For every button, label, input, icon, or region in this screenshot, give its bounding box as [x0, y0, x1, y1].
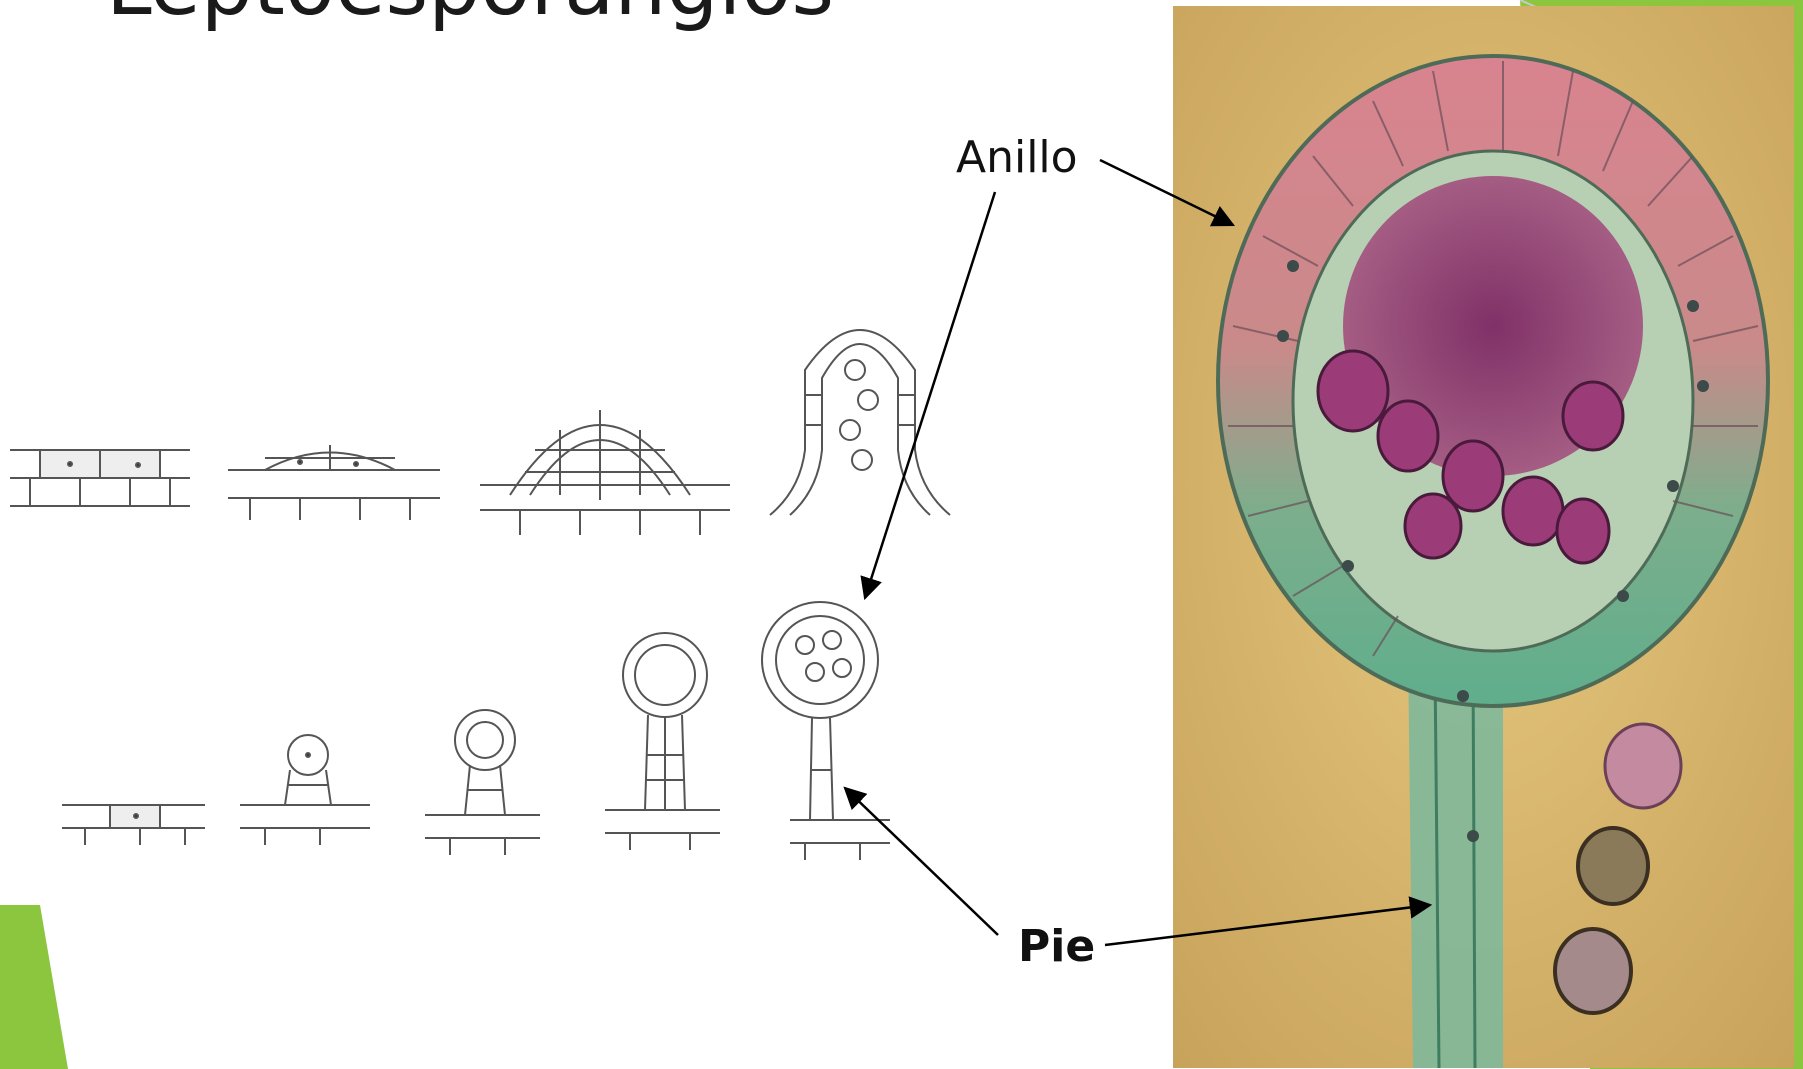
anillo-arrow-to-diagram: [865, 192, 995, 598]
anillo-arrow-to-photo: [1100, 160, 1233, 225]
pie-arrow-to-photo: [1105, 905, 1430, 945]
pie-arrow-to-diagram: [845, 788, 998, 935]
